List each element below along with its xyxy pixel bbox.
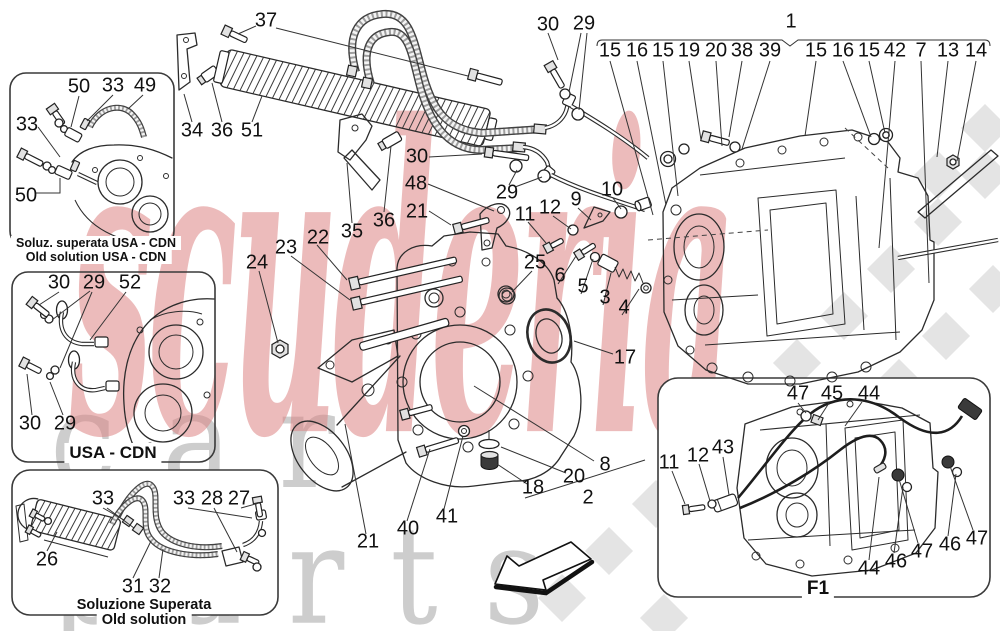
callout-16: 16 — [831, 39, 855, 62]
callout-33: 33 — [172, 487, 196, 510]
callout-30: 30 — [18, 412, 42, 435]
inset-box-old-usa-cdn — [9, 72, 175, 248]
caption-usa-cdn: USA - CDN — [64, 443, 162, 463]
callout-29: 29 — [572, 12, 596, 35]
callout-5: 5 — [577, 275, 589, 298]
callout-19: 19 — [677, 39, 701, 62]
gearbox-housing-main — [596, 39, 999, 387]
callout-33: 33 — [91, 487, 115, 510]
callout-49: 49 — [133, 74, 157, 97]
callout-28: 28 — [200, 487, 224, 510]
callout-29: 29 — [53, 412, 77, 435]
callout-36: 36 — [372, 209, 396, 232]
callout-21: 21 — [356, 530, 380, 553]
callout-50: 50 — [67, 75, 91, 98]
callout-21: 21 — [405, 200, 429, 223]
callout-30: 30 — [47, 271, 71, 294]
callout-9: 9 — [570, 188, 582, 211]
callout-30: 30 — [405, 145, 429, 168]
callout-47: 47 — [965, 527, 989, 550]
callout-18: 18 — [521, 476, 545, 499]
callout-33: 33 — [101, 74, 125, 97]
callout-35: 35 — [340, 220, 364, 243]
callout-44: 44 — [857, 557, 881, 580]
caption-old-solution-line2: Old solution — [96, 612, 192, 628]
callout-47: 47 — [786, 382, 810, 405]
callout-39: 39 — [758, 39, 782, 62]
callout-6: 6 — [554, 264, 566, 287]
leader-lines — [183, 25, 977, 535]
inset-box-old-solution — [11, 469, 279, 616]
callout-44: 44 — [857, 382, 881, 405]
callout-52: 52 — [118, 271, 142, 294]
callout-37: 37 — [254, 9, 278, 32]
caption-old-usa-cdn-line2: Old solution USA - CDN — [20, 250, 172, 264]
callout-26: 26 — [35, 548, 59, 571]
callout-43: 43 — [711, 436, 735, 459]
callout-3: 3 — [599, 286, 611, 309]
callout-50: 50 — [14, 184, 38, 207]
callout-40: 40 — [396, 517, 420, 540]
callout-13: 13 — [936, 39, 960, 62]
caption-old-usa-cdn-line1: Soluz. superata USA - CDN — [11, 236, 181, 250]
callout-22: 22 — [306, 226, 330, 249]
callout-1: 1 — [785, 10, 797, 33]
callout-2: 2 — [582, 486, 594, 509]
callout-23: 23 — [274, 236, 298, 259]
callout-29: 29 — [495, 181, 519, 204]
caption-old-solution-line1: Soluzione Superata — [71, 597, 217, 613]
callout-7: 7 — [915, 39, 927, 62]
callout-41: 41 — [435, 505, 459, 528]
callout-48: 48 — [404, 172, 428, 195]
callout-11: 11 — [514, 203, 536, 226]
callout-8: 8 — [599, 453, 611, 476]
callout-15: 15 — [804, 39, 828, 62]
callout-10: 10 — [600, 178, 624, 201]
callout-29: 29 — [82, 271, 106, 294]
callout-20: 20 — [562, 465, 586, 488]
callout-15: 15 — [598, 39, 622, 62]
callout-47: 47 — [910, 540, 934, 563]
callout-12: 12 — [686, 444, 710, 467]
callout-31: 31 — [121, 575, 145, 598]
gearbox-cover-assembly — [271, 196, 652, 492]
callout-16: 16 — [625, 39, 649, 62]
callout-20: 20 — [704, 39, 728, 62]
callout-15: 15 — [857, 39, 881, 62]
callout-34: 34 — [180, 119, 204, 142]
inset-box-f1 — [657, 377, 991, 598]
callout-38: 38 — [730, 39, 754, 62]
callout-17: 17 — [613, 346, 637, 369]
callout-11: 11 — [658, 451, 680, 474]
callout-46: 46 — [884, 550, 908, 573]
callout-33: 33 — [15, 113, 39, 136]
callout-25: 25 — [523, 251, 547, 274]
callout-30: 30 — [536, 13, 560, 36]
callout-15: 15 — [651, 39, 675, 62]
oil-cooler-assembly — [176, 9, 650, 213]
callout-45: 45 — [820, 382, 844, 405]
callout-14: 14 — [964, 39, 988, 62]
callout-32: 32 — [148, 575, 172, 598]
direction-arrow — [493, 541, 595, 596]
callout-46: 46 — [938, 533, 962, 556]
callout-24: 24 — [245, 251, 269, 274]
callout-51: 51 — [240, 119, 264, 142]
callout-36: 36 — [210, 119, 234, 142]
callout-12: 12 — [538, 196, 562, 219]
callout-42: 42 — [883, 39, 907, 62]
braided-hoses — [345, 9, 548, 155]
caption-f1: F1 — [801, 578, 835, 600]
inset-box-usa-cdn — [11, 271, 216, 463]
callout-27: 27 — [227, 487, 251, 510]
callout-4: 4 — [618, 296, 630, 319]
